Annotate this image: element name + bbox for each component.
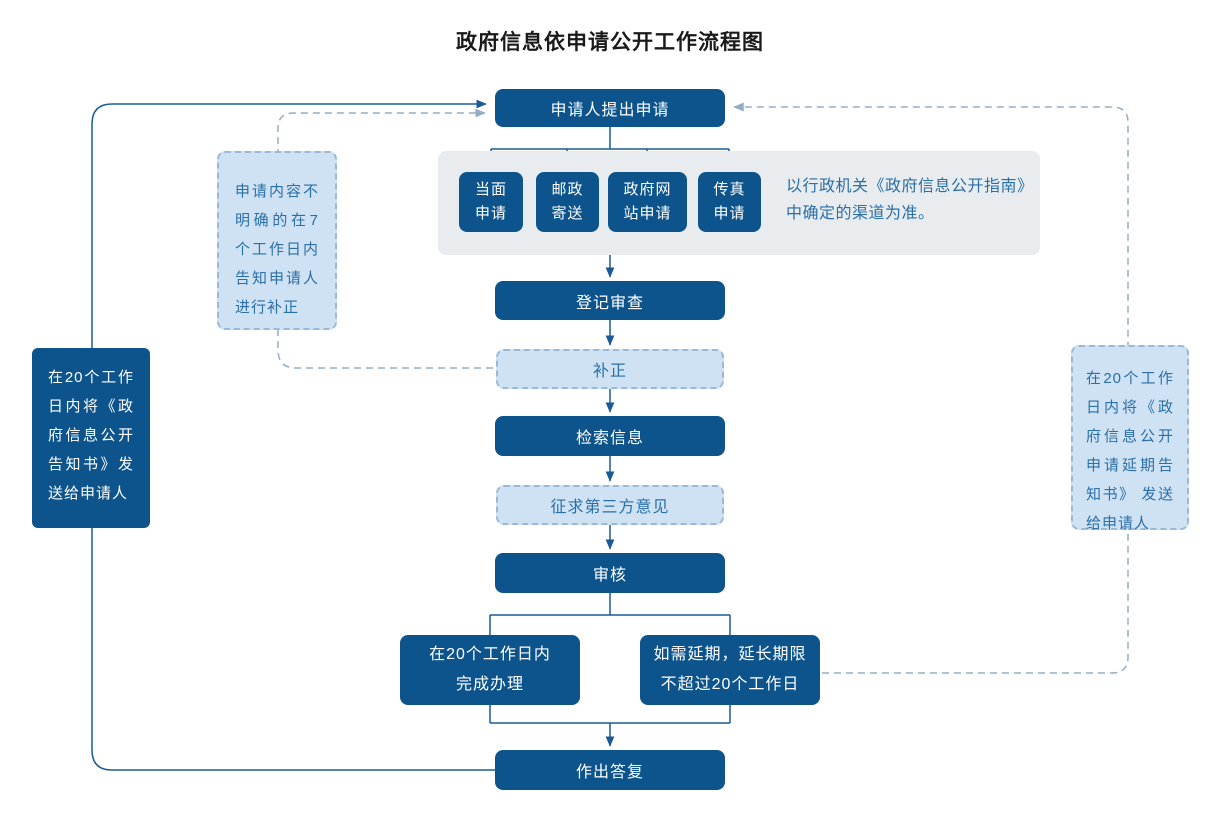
channels-note: 以行政机关《政府信息公开指南》 中确定的渠道为准。 [786,178,1034,222]
diagram-title: 政府信息依申请公开工作流程图 [456,31,764,54]
node-complete: 在20个工作日内 完成办理 [400,635,580,705]
node-register: 登记审查 [495,281,725,320]
node-extend: 如需延期，延长期限 不超过20个工作日 [640,635,820,705]
annotation-left-notice: 在20个工作日内将《政府信息公开告知书》发送给申请人 [32,348,150,528]
node-apply: 申请人提出申请 [495,89,725,127]
node-retrieve: 检索信息 [495,416,725,456]
annotation-left-correction: 申请内容不明确的在7个工作日内告知申请人进行补正 [217,151,337,330]
node-channel-fax: 传真 申请 [698,172,761,232]
node-channel-postal: 邮政 寄送 [536,172,599,232]
node-channel-website: 政府网 站申请 [608,172,687,232]
node-third-party: 征求第三方意见 [496,485,724,525]
annotation-right-extension: 在20个工作日内将《政府信息公开申请延期告知书》 发送给申请人 [1071,345,1189,532]
node-supplement: 补正 [496,349,724,389]
node-reply: 作出答复 [495,750,725,790]
node-channel-in-person: 当面 申请 [459,172,523,232]
node-review: 审核 [495,553,725,593]
